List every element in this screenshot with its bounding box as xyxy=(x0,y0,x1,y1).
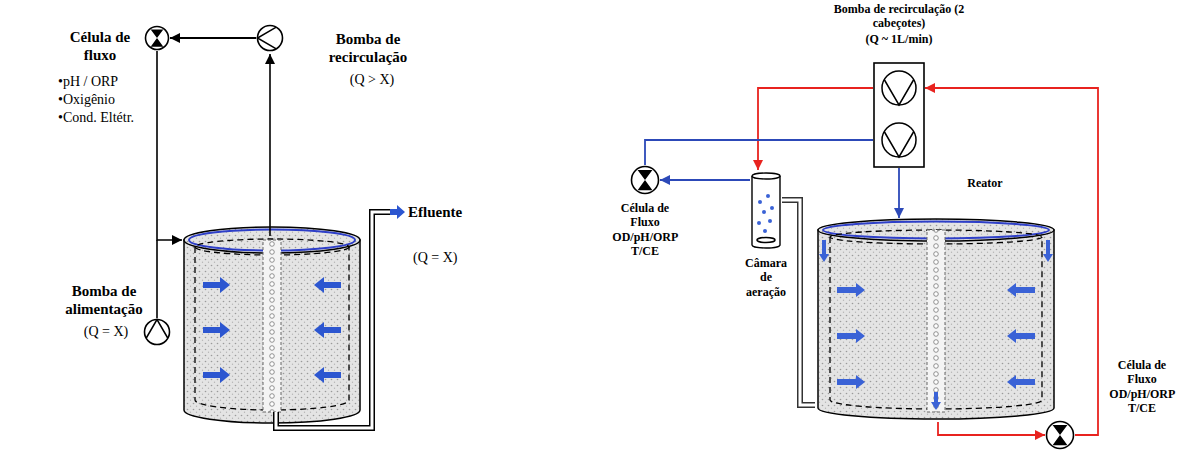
pump-circle xyxy=(258,26,283,51)
component-label: Bomba de recirculação (2 cabeçotes) xyxy=(826,2,972,31)
air-diffuser xyxy=(757,238,775,243)
component-detail: (Q = X) xyxy=(66,324,146,341)
flow-arrow xyxy=(1007,329,1035,343)
air-bubble xyxy=(770,206,774,210)
recirculation-pipe xyxy=(269,54,271,236)
flow-line xyxy=(170,37,256,39)
recirculation-pump: Bomba de recirculação(Q > X) xyxy=(256,24,284,52)
component-label: Reator xyxy=(945,176,1025,190)
component-label: Bomba de recirculação xyxy=(312,30,424,66)
flow-cell: Célula de Fluxo OD/pH/ORP T/CE xyxy=(630,165,660,195)
pump-housing xyxy=(874,63,924,167)
feed-pipe xyxy=(156,240,158,318)
flow-arrow xyxy=(1007,375,1035,389)
hourglass-symbol xyxy=(151,29,164,46)
reactor-symbol xyxy=(815,218,1057,422)
flow-cell-circle xyxy=(632,167,659,194)
flow-cell-circle xyxy=(1047,422,1074,449)
flow-arrows xyxy=(203,277,341,383)
down-flow-arrow xyxy=(819,240,829,262)
air-bubble xyxy=(763,229,767,233)
pump-chevron xyxy=(258,27,277,49)
aeration-chamber-symbol xyxy=(750,170,782,250)
perforated-tube xyxy=(263,240,281,412)
air-bubble xyxy=(768,219,772,223)
flow-cell-symbol xyxy=(1045,420,1075,450)
component-detail: •pH / ORP xyxy=(58,74,118,91)
flow-rate-label: (Q = X) xyxy=(413,250,457,267)
dual-head-pump: Bomba de recirculação (2 cabeçotes)(Q ~ … xyxy=(873,62,925,168)
air-bubble xyxy=(757,221,761,225)
flow-arrow xyxy=(837,375,865,389)
perforated-tube xyxy=(927,230,945,412)
pipe-bore xyxy=(782,200,815,405)
aeration-chamber: Câmara de aeração xyxy=(750,170,782,250)
pump-head xyxy=(882,123,916,157)
flow-arrow xyxy=(837,283,865,297)
pump-circle xyxy=(145,320,170,345)
dual-head-pump-symbol xyxy=(873,62,925,168)
component-detail: (Q > X) xyxy=(327,72,417,89)
pump-chevron xyxy=(146,320,168,339)
recirculation-pump-symbol xyxy=(256,24,284,52)
pump-chevron xyxy=(884,80,914,106)
component-label: Bomba de alimentação xyxy=(56,282,152,318)
flow-arrow xyxy=(1007,283,1035,297)
pump-chevron xyxy=(884,132,914,158)
effluent-arrow xyxy=(390,205,405,219)
flow-arrow xyxy=(314,367,341,383)
component-detail: (Q ~ 1L/min) xyxy=(826,32,972,46)
flow-arrow xyxy=(314,277,341,293)
flow-arrow xyxy=(837,329,865,343)
outlet-label: Efluente xyxy=(408,203,462,221)
effluent-pipe xyxy=(276,212,390,428)
reactor-body xyxy=(818,230,1054,419)
flow-line xyxy=(660,179,750,181)
hourglass-symbol xyxy=(638,170,653,190)
down-flow-arrow xyxy=(931,392,941,410)
flow-cell-symbol xyxy=(630,165,660,195)
flow-line xyxy=(938,422,1045,435)
component-label: Célula de Fluxo OD/pH/ORP T/CE xyxy=(612,201,677,259)
feed-pump-symbol xyxy=(143,318,171,346)
component-label: Célula de Fluxo OD/pH/ORP T/CE xyxy=(1109,358,1174,416)
air-bubble xyxy=(766,194,770,198)
reactor-body xyxy=(184,240,360,423)
flow-line xyxy=(645,140,873,165)
reactor: Reator xyxy=(815,218,1057,422)
flow-cell: Célula de Fluxo OD/pH/ORP T/CE xyxy=(1045,420,1075,450)
component-detail: •Cond. Eltétr. xyxy=(58,110,134,127)
connecting-pipe xyxy=(782,200,815,405)
flow-line xyxy=(758,88,873,170)
flow-cell-circle xyxy=(146,27,169,50)
chamber-tube xyxy=(752,176,780,248)
hourglass-symbol xyxy=(1053,425,1068,445)
flow-arrow xyxy=(203,277,230,293)
flow-cell: Célula de fluxo•pH / ORP•Oxigênio•Cond. … xyxy=(144,25,170,51)
flow-arrow xyxy=(203,322,230,338)
feed-pump: Bomba de alimentação(Q = X) xyxy=(143,318,171,346)
chamber-top xyxy=(752,173,780,179)
component-label: Célula de fluxo xyxy=(54,28,146,64)
air-bubble xyxy=(762,210,766,214)
component-detail: •Oxigênio xyxy=(58,92,115,109)
air-bubble xyxy=(758,200,762,204)
down-flow-arrow xyxy=(1043,240,1053,262)
inlet-pipe xyxy=(157,51,182,240)
component-label: Câmara de aeração xyxy=(745,256,787,299)
flow-arrow xyxy=(203,367,230,383)
effluent-pipe-bore xyxy=(276,212,390,428)
flow-line xyxy=(898,168,900,218)
flow-cell-symbol xyxy=(144,25,170,51)
flow-arrow xyxy=(314,322,341,338)
pump-head xyxy=(882,71,916,105)
